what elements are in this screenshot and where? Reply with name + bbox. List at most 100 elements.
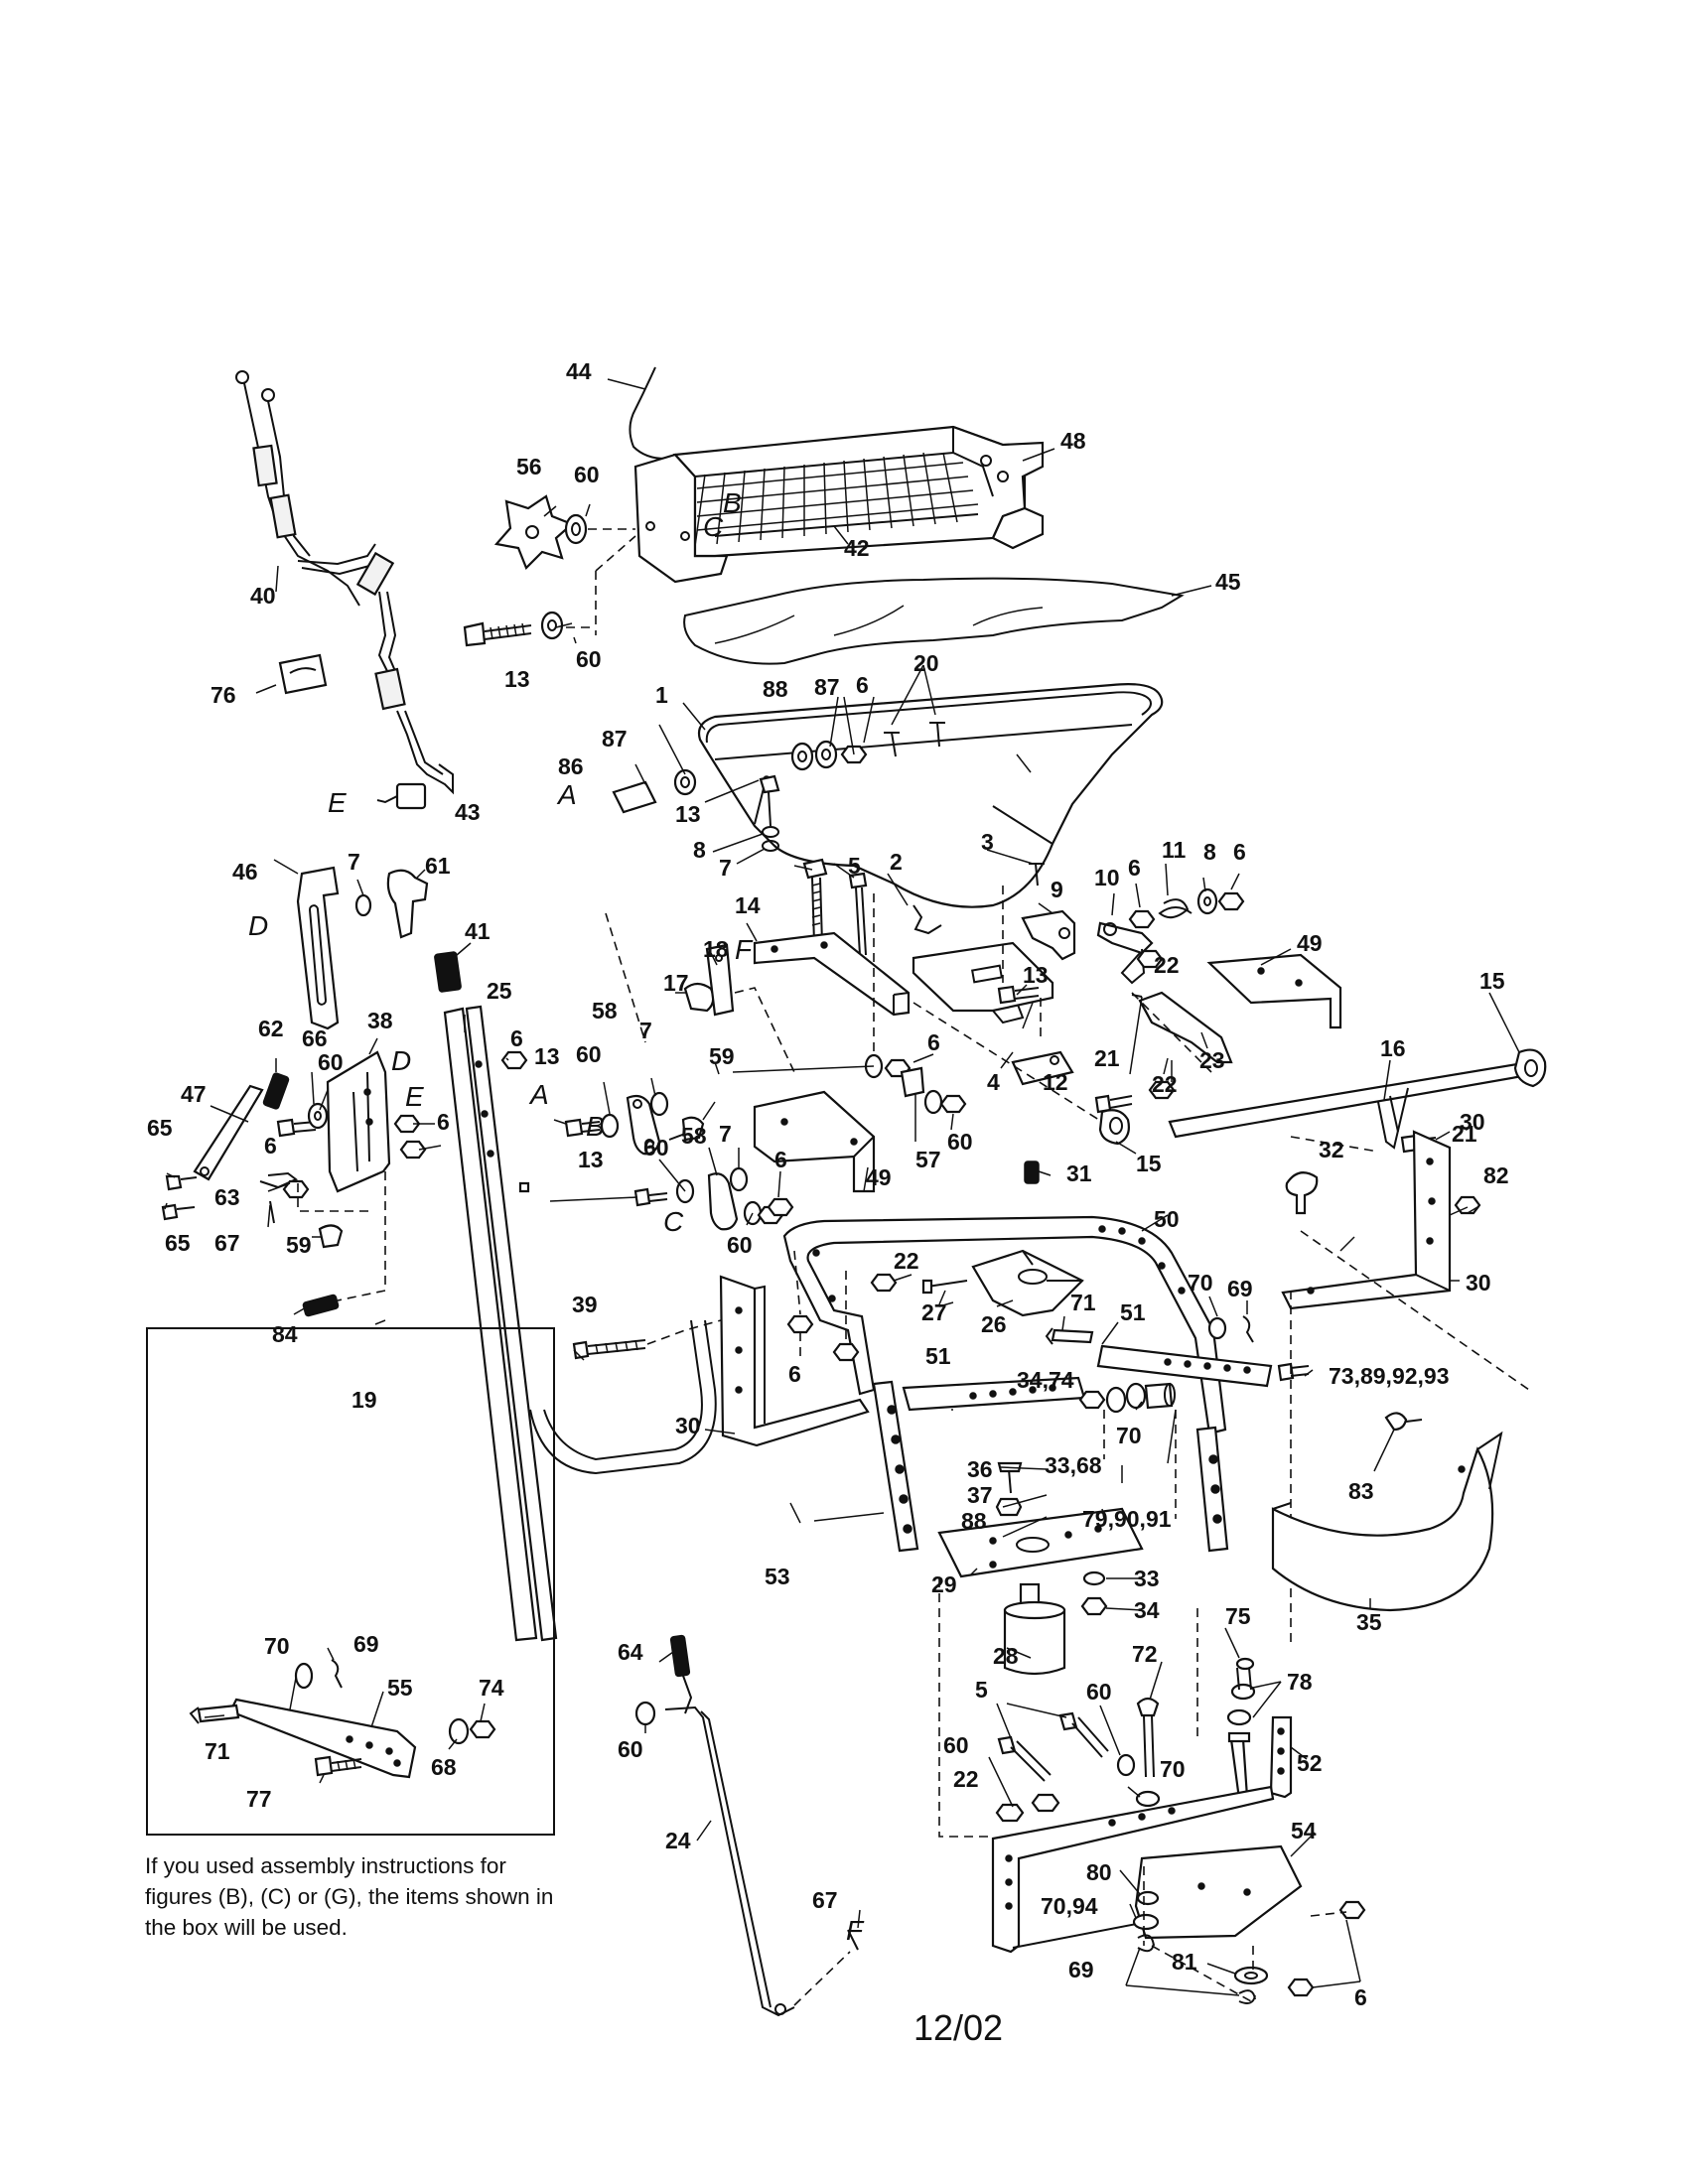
callout-48: 48 bbox=[1060, 428, 1086, 454]
callout-63: 63 bbox=[214, 1184, 240, 1210]
callout-37: 37 bbox=[967, 1482, 993, 1508]
letter-A: A bbox=[556, 779, 577, 810]
callout-54: 54 bbox=[1291, 1818, 1317, 1843]
callout-73-89-92-93: 73,89,92,93 bbox=[1329, 1363, 1450, 1389]
callout-60: 60 bbox=[1086, 1679, 1112, 1705]
reference-letters: B C E A D F D E A B C F bbox=[248, 487, 865, 1946]
callout-82: 82 bbox=[1483, 1162, 1509, 1188]
callout-8: 8 bbox=[1203, 839, 1216, 865]
callout-6: 6 bbox=[437, 1109, 450, 1135]
callout-70: 70 bbox=[1188, 1270, 1213, 1296]
callout-15: 15 bbox=[1136, 1151, 1162, 1176]
callout-59: 59 bbox=[709, 1043, 735, 1069]
callout-42: 42 bbox=[844, 535, 870, 561]
handle-drawing bbox=[434, 951, 558, 1642]
callout-43: 43 bbox=[455, 799, 481, 825]
callout-9: 9 bbox=[1051, 877, 1063, 902]
callout-67: 67 bbox=[812, 1887, 838, 1913]
callout-4: 4 bbox=[987, 1069, 1000, 1095]
callout-85: 86 bbox=[558, 753, 584, 779]
callout-35: 35 bbox=[1356, 1609, 1382, 1635]
callout-57: 57 bbox=[915, 1147, 941, 1172]
callout-7: 7 bbox=[719, 1121, 732, 1147]
letter-B: B bbox=[723, 487, 742, 518]
strap-drawing bbox=[902, 1315, 1310, 1519]
callout-75: 75 bbox=[1225, 1603, 1251, 1629]
callout-58: 58 bbox=[681, 1123, 707, 1149]
callout-25: 25 bbox=[487, 978, 512, 1004]
lever-assembly-drawing bbox=[161, 1050, 427, 1317]
callout-20: 20 bbox=[913, 650, 939, 676]
callout-21: 21 bbox=[1452, 1121, 1477, 1147]
callout-30: 30 bbox=[1460, 1109, 1485, 1135]
callout-6: 6 bbox=[927, 1029, 940, 1055]
callout-13: 13 bbox=[504, 666, 530, 692]
callout-49: 49 bbox=[1297, 930, 1323, 956]
callout-69: 69 bbox=[1068, 1957, 1094, 1982]
letter-A: A bbox=[528, 1079, 549, 1110]
deflector-drawing bbox=[629, 366, 1045, 584]
callout-19: 19 bbox=[351, 1387, 377, 1413]
inset-callout-71: 71 bbox=[205, 1738, 230, 1764]
callout-51: 51 bbox=[1120, 1299, 1146, 1325]
callout-32: 32 bbox=[1319, 1137, 1344, 1162]
callout-11: 11 bbox=[1162, 837, 1187, 863]
letter-D: D bbox=[248, 910, 268, 941]
inset-note: If you used assembly instructions for fi… bbox=[145, 1853, 554, 1940]
callout-60: 60 bbox=[947, 1129, 973, 1155]
callout-22: 22 bbox=[894, 1248, 919, 1274]
callout-60: 60 bbox=[727, 1232, 753, 1258]
callout-46: 46 bbox=[232, 859, 258, 885]
callout-79-90-91: 79,90,91 bbox=[1082, 1506, 1172, 1532]
callout-66: 66 bbox=[302, 1025, 328, 1051]
callout-16: 16 bbox=[1380, 1035, 1406, 1061]
callout-60: 60 bbox=[618, 1736, 643, 1762]
letter-D: D bbox=[391, 1045, 411, 1076]
letter-C: C bbox=[703, 511, 724, 542]
cover-outline bbox=[683, 577, 1185, 665]
callout-86: 87 bbox=[602, 726, 628, 751]
callout-78: 78 bbox=[1287, 1669, 1313, 1695]
letter-E: E bbox=[328, 787, 347, 818]
callout-45: 45 bbox=[1215, 569, 1241, 595]
rod-drawing bbox=[634, 1634, 859, 2017]
callout-14: 14 bbox=[735, 892, 761, 918]
callout-76: 76 bbox=[210, 682, 236, 708]
callout-72: 72 bbox=[1132, 1641, 1158, 1667]
callout-6: 6 bbox=[1233, 839, 1246, 865]
callout-65: 65 bbox=[147, 1115, 173, 1141]
callout-17: 17 bbox=[663, 970, 689, 996]
callout-34-74: 34,74 bbox=[1017, 1367, 1074, 1393]
callout-39: 39 bbox=[572, 1292, 598, 1317]
frame-drawing bbox=[782, 1160, 1229, 1553]
callout-27: 27 bbox=[921, 1299, 947, 1325]
callout-13: 13 bbox=[534, 1043, 560, 1069]
callout-58: 58 bbox=[592, 998, 618, 1024]
callout-13: 13 bbox=[675, 801, 701, 827]
callout-81: 81 bbox=[1172, 1949, 1197, 1975]
callout-60: 60 bbox=[643, 1135, 669, 1160]
callout-69: 69 bbox=[1227, 1276, 1253, 1301]
callout-65: 65 bbox=[165, 1230, 191, 1256]
callout-61: 61 bbox=[425, 853, 451, 879]
callout-18: 18 bbox=[703, 936, 729, 962]
callout-8: 8 bbox=[693, 837, 706, 863]
inset-callout-74: 74 bbox=[479, 1675, 504, 1701]
callout-47: 47 bbox=[181, 1081, 207, 1107]
callout-41: 41 bbox=[465, 918, 491, 944]
callout-24: 24 bbox=[665, 1828, 691, 1853]
callout-53: 53 bbox=[765, 1564, 790, 1589]
callout-13: 13 bbox=[1023, 962, 1049, 988]
callout-6: 6 bbox=[510, 1025, 523, 1051]
shaft-drawing bbox=[912, 992, 1547, 1154]
callout-86: 87 bbox=[814, 674, 840, 700]
callout-60: 60 bbox=[318, 1049, 344, 1075]
callout-1: 1 bbox=[655, 682, 668, 708]
callout-12: 12 bbox=[1043, 1069, 1068, 1095]
callout-52: 52 bbox=[1297, 1750, 1323, 1776]
callout-7: 7 bbox=[639, 1018, 652, 1043]
letter-F: F bbox=[846, 1915, 865, 1946]
callout-60: 60 bbox=[943, 1732, 969, 1758]
callout-33: 33 bbox=[1134, 1566, 1160, 1591]
callout-38: 38 bbox=[367, 1008, 393, 1033]
